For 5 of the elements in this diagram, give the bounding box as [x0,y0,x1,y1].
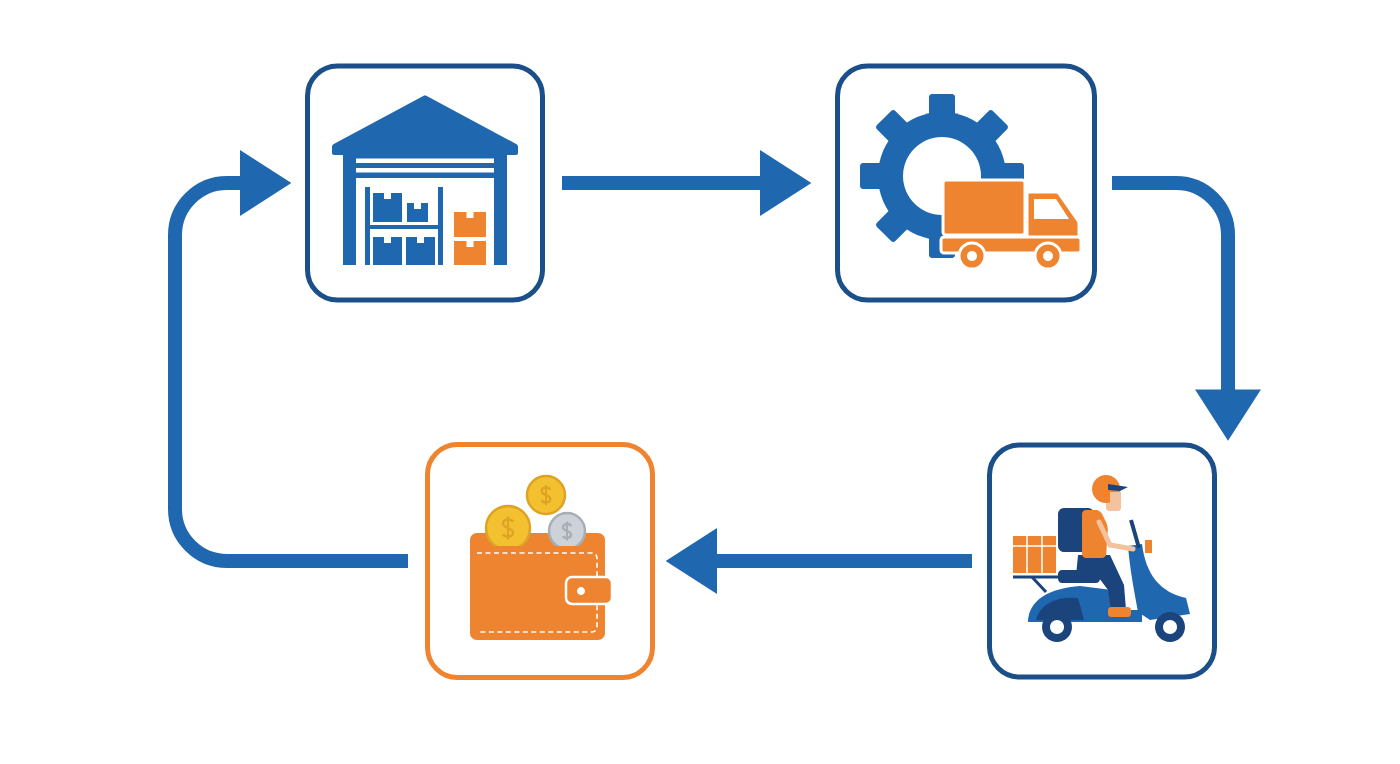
rounded-box [835,63,1097,303]
rounded-box [425,442,655,680]
rounded-box [305,63,545,303]
rounded-box [987,442,1217,680]
arrow [168,150,408,568]
